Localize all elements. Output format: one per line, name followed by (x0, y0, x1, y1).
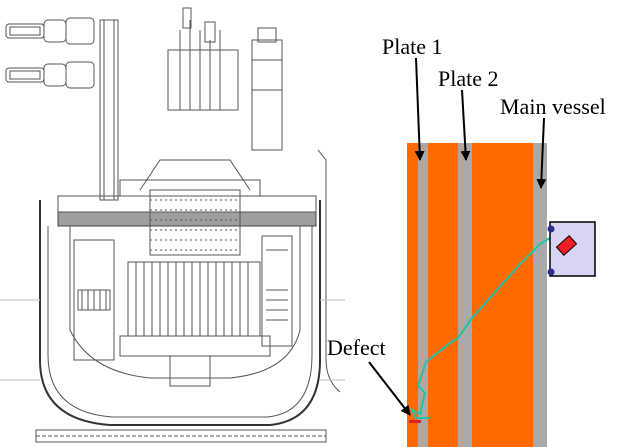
label-defect: Defect (327, 335, 386, 360)
label-main-vessel: Main vessel (500, 94, 606, 119)
sodium-layer-2 (428, 143, 458, 447)
plate-2 (458, 143, 472, 447)
plate-1 (418, 143, 428, 447)
main-vessel-pointer (536, 117, 547, 189)
ultrasonic-ray-path (409, 237, 551, 419)
control-rod-drives (167, 7, 239, 111)
label-plate-2: Plate 2 (438, 66, 499, 91)
defect-marker-icon (409, 420, 421, 423)
reactor-cutaway-drawing (0, 7, 345, 443)
plate1-pointer (414, 57, 425, 161)
layer-schematic (407, 143, 547, 447)
sodium-layer-3 (472, 143, 533, 447)
core-structure (119, 159, 271, 387)
pipe-connector-icon (5, 17, 95, 89)
sodium-layer-1 (407, 143, 418, 447)
plate2-pointer (460, 89, 471, 161)
main-vessel-wall (533, 143, 547, 447)
transducer-icon (547, 221, 596, 277)
defect-pointer (368, 361, 411, 416)
label-plate-1: Plate 1 (382, 34, 443, 59)
